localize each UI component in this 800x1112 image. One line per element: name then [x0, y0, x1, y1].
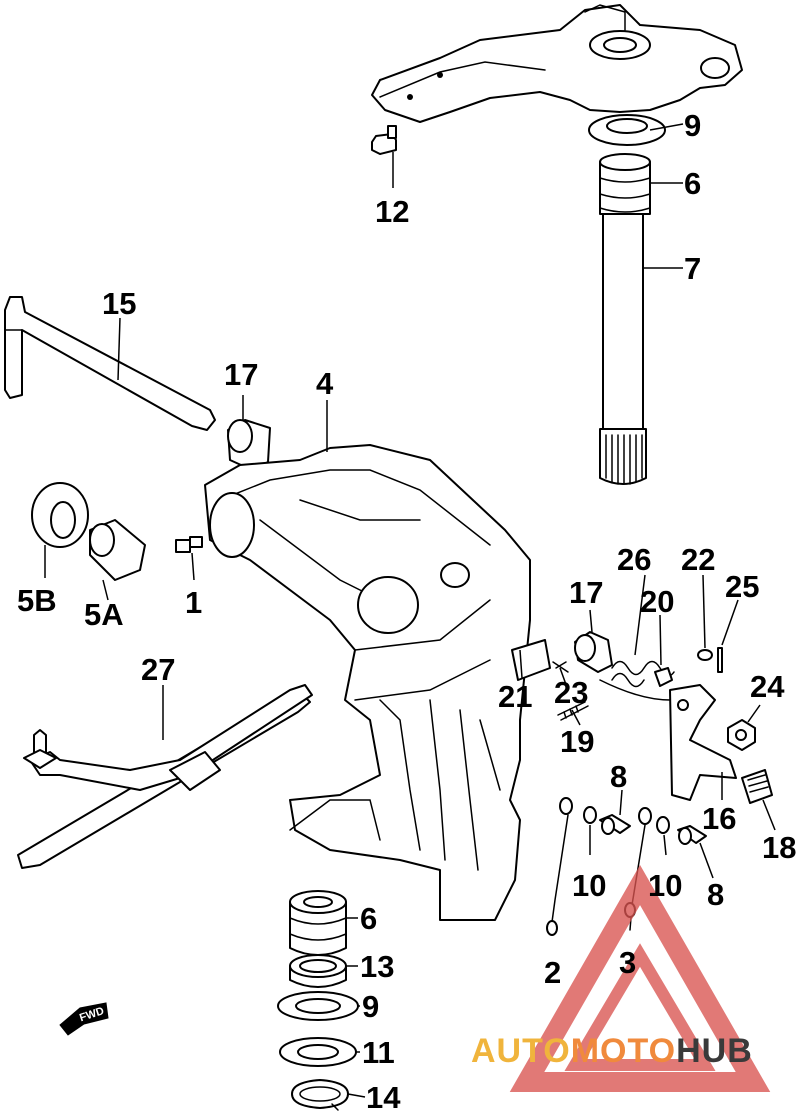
swivel-bracket-4 — [204, 444, 531, 921]
bushing-6-top — [599, 153, 651, 215]
pad-18 — [741, 769, 773, 804]
steering-bracket — [371, 4, 743, 123]
watermark-auto: AUTO — [471, 1032, 571, 1070]
washer-9-top — [588, 114, 666, 146]
watermark-hub: HUB — [676, 1032, 753, 1070]
ring-13 — [289, 954, 347, 988]
callout-4: 4 — [316, 366, 334, 401]
ground-wire-2 — [546, 797, 573, 936]
callout-9: 9 — [684, 108, 701, 143]
washer-11 — [279, 1037, 357, 1067]
callout-6: 6 — [684, 166, 701, 201]
tilt-lock-lever-27 — [17, 684, 313, 869]
svg-text:AUTOMOTOHUB: AUTOMOTOHUB — [471, 1032, 753, 1070]
callout-24: 24 — [750, 669, 785, 704]
callout-8: 8 — [610, 759, 627, 794]
callout-11: 11 — [362, 1035, 395, 1070]
grease-fitting-1 — [175, 536, 203, 553]
callout-8: 8 — [707, 877, 724, 912]
watermark: AUTOMOTOHUB — [471, 864, 771, 1092]
pin-20 — [654, 667, 673, 687]
callout-22: 22 — [681, 542, 715, 577]
callout-14: 14 — [366, 1080, 401, 1112]
callout-15: 15 — [102, 286, 136, 321]
washer-10-right — [656, 816, 670, 834]
bushing-5A — [89, 519, 146, 581]
bolt-8-right — [677, 825, 707, 845]
callout-18: 18 — [762, 830, 796, 865]
leader-lines — [44, 123, 776, 1098]
callout-6: 6 — [360, 901, 377, 936]
callout-19: 19 — [560, 724, 594, 759]
callout-3: 3 — [619, 945, 636, 980]
nut-24 — [727, 719, 756, 751]
bushing-17-right — [574, 631, 613, 673]
washer-10-left — [583, 806, 597, 824]
callout-7: 7 — [684, 251, 701, 286]
callout-9: 9 — [362, 989, 379, 1024]
callout-labels: 9 6 7 12 15 17 4 5B 5A 1 26 22 17 20 25 … — [17, 108, 796, 1112]
screw-23 — [552, 661, 569, 673]
callout-27: 27 — [141, 652, 175, 687]
watermark-moto: MOTO — [571, 1032, 676, 1070]
callout-21: 21 — [498, 679, 532, 714]
callout-12: 12 — [375, 194, 409, 229]
callout-5A: 5A — [84, 597, 124, 632]
steering-shaft-7 — [599, 213, 647, 485]
callout-2: 2 — [544, 955, 561, 990]
bushing-17-left — [227, 419, 271, 471]
washer-9-bottom — [277, 991, 359, 1021]
forward-arrow-icon: FWD — [59, 1002, 109, 1036]
callout-5B: 5B — [17, 583, 57, 618]
callout-1: 1 — [185, 585, 202, 620]
callout-17: 17 — [224, 357, 258, 392]
callout-20: 20 — [640, 584, 674, 619]
tilt-shaft-15 — [4, 296, 216, 431]
callout-16: 16 — [702, 801, 736, 836]
bolt-8-left — [599, 814, 631, 835]
cable-link — [599, 679, 671, 701]
callout-10: 10 — [648, 868, 682, 903]
spring-19 — [557, 701, 589, 721]
washer-5B — [31, 482, 89, 548]
washer-22 — [697, 649, 713, 661]
circlip-14 — [291, 1079, 349, 1111]
callout-13: 13 — [360, 949, 394, 984]
bushing-6-bottom — [289, 890, 347, 956]
callout-10: 10 — [572, 868, 606, 903]
pin-25 — [717, 647, 723, 673]
plate-16 — [669, 684, 737, 801]
bolt-12 — [371, 125, 397, 155]
callout-23: 23 — [554, 675, 588, 710]
callout-26: 26 — [617, 542, 651, 577]
callout-25: 25 — [725, 569, 759, 604]
callout-17: 17 — [569, 575, 603, 610]
watermark-triangle-icon — [509, 864, 771, 1092]
